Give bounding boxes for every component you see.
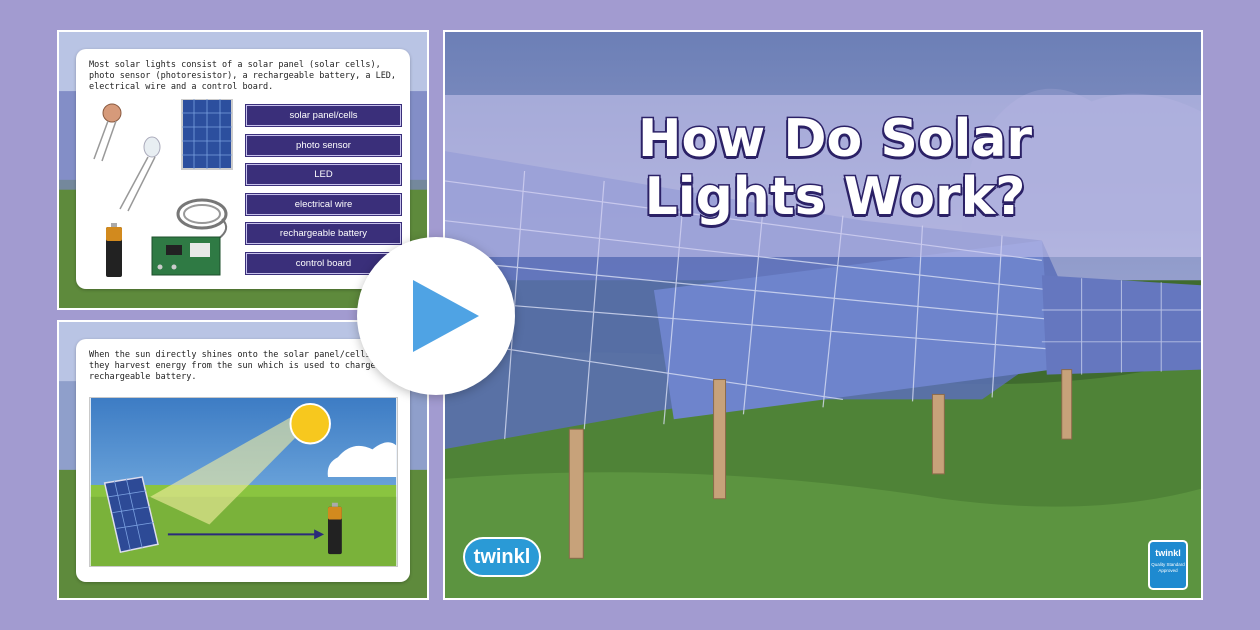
- badge-caption: Quality Standard Approved: [1151, 562, 1185, 573]
- label-solar-panel: solar panel/cells: [245, 104, 402, 127]
- photoresistor-icon: [93, 103, 122, 162]
- wire-coil-icon: [176, 198, 228, 240]
- title-line-1: How Do Solar: [636, 109, 1033, 170]
- charging-card: When the sun directly shines onto the so…: [76, 339, 410, 582]
- sun-icon: [289, 402, 331, 445]
- charging-illustration: [89, 397, 398, 567]
- solar-panel-icon: [181, 98, 233, 170]
- solar-panel-icon: [103, 476, 159, 554]
- twinkl-logo: twinkl: [463, 537, 541, 577]
- badge-name: twinkl: [1155, 548, 1181, 558]
- title-band: [445, 95, 1201, 257]
- label-led: LED: [245, 163, 402, 186]
- main-slide[interactable]: How Do Solar Lights Work? twinkl twinkl …: [443, 30, 1203, 600]
- components-intro: Most solar lights consist of a solar pan…: [89, 60, 397, 92]
- label-electrical-wire: electrical wire: [245, 192, 402, 216]
- label-rechargeable-battery: rechargeable battery: [245, 222, 402, 245]
- led-icon: [119, 136, 161, 212]
- quality-badge: twinkl Quality Standard Approved: [1148, 540, 1188, 590]
- main-title: How Do Solar Lights Work?: [565, 109, 1105, 228]
- play-icon: [413, 280, 479, 352]
- title-line-2: Lights Work?: [643, 167, 1027, 228]
- components-illustration: [90, 98, 240, 279]
- battery-icon: [106, 223, 122, 277]
- play-button[interactable]: [357, 237, 515, 395]
- control-board-icon: [151, 236, 221, 276]
- label-photo-sensor: photo sensor: [245, 133, 402, 157]
- thumbnail-charging[interactable]: When the sun directly shines onto the so…: [57, 320, 429, 600]
- component-labels: solar panel/cells photo sensor LED elect…: [245, 104, 402, 282]
- charging-intro: When the sun directly shines onto the so…: [89, 350, 397, 382]
- components-card: Most solar lights consist of a solar pan…: [76, 49, 410, 289]
- battery-icon: [327, 502, 342, 555]
